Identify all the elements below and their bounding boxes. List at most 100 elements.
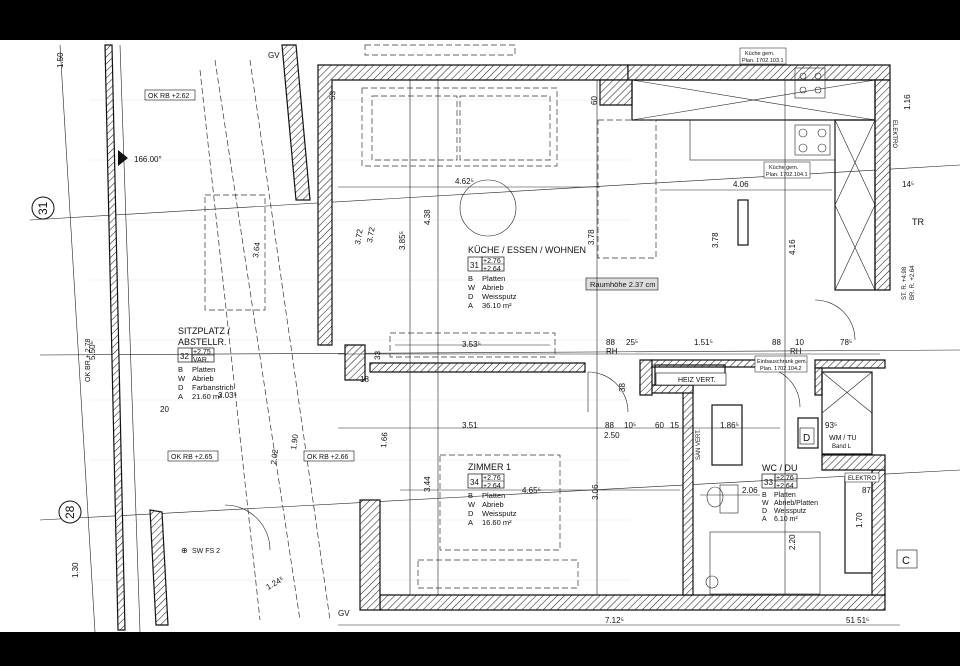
room-kitchen: KÜCHE / ESSEN / WOHNEN 31 +2.76 +2.64 B … bbox=[467, 245, 586, 310]
svg-text:10⁵: 10⁵ bbox=[624, 421, 636, 430]
svg-text:W: W bbox=[762, 500, 769, 507]
room-number: 31 bbox=[470, 261, 479, 270]
svg-text:ELEKTRO: ELEKTRO bbox=[891, 120, 897, 148]
svg-text:A: A bbox=[468, 301, 473, 310]
svg-text:Weissputz: Weissputz bbox=[482, 509, 517, 518]
svg-text:B: B bbox=[762, 492, 767, 499]
svg-text:A: A bbox=[468, 518, 473, 527]
svg-text:Plan. 1702.104.2: Plan. 1702.104.2 bbox=[760, 366, 802, 372]
svg-text:Abrieb/Platten: Abrieb/Platten bbox=[774, 500, 818, 507]
svg-text:14⁵: 14⁵ bbox=[902, 180, 914, 189]
svg-text:3.44: 3.44 bbox=[423, 476, 432, 492]
svg-text:3.78: 3.78 bbox=[587, 229, 596, 245]
svg-text:2.50: 2.50 bbox=[604, 431, 620, 440]
svg-text:7.12⁵: 7.12⁵ bbox=[605, 616, 624, 625]
svg-text:60: 60 bbox=[655, 421, 664, 430]
svg-text:166.00°: 166.00° bbox=[134, 155, 162, 164]
svg-text:TR: TR bbox=[912, 217, 924, 227]
svg-text:33: 33 bbox=[764, 478, 773, 487]
room-sitzplatz: SITZPLATZ / ABSTELLR. 32 +2.75 VAR. B Pl… bbox=[177, 326, 234, 401]
svg-text:W: W bbox=[178, 374, 186, 383]
svg-text:2.02: 2.02 bbox=[269, 448, 280, 465]
svg-text:SW FS 2: SW FS 2 bbox=[192, 548, 220, 555]
svg-text:16.60 m²: 16.60 m² bbox=[482, 518, 512, 527]
svg-text:2.06: 2.06 bbox=[742, 486, 758, 495]
svg-text:RH: RH bbox=[606, 347, 618, 356]
svg-text:25⁵: 25⁵ bbox=[626, 338, 638, 347]
svg-text:+2.76: +2.76 bbox=[483, 475, 501, 482]
svg-text:OK BR + 2.78: OK BR + 2.78 bbox=[85, 339, 92, 382]
svg-text:Küche gem.: Küche gem. bbox=[745, 51, 775, 57]
svg-text:18: 18 bbox=[360, 375, 369, 384]
svg-text:21.60 m²: 21.60 m² bbox=[192, 392, 222, 401]
svg-text:3.03⁵: 3.03⁵ bbox=[218, 391, 237, 400]
svg-text:Abrieb: Abrieb bbox=[192, 374, 214, 383]
svg-text:1.70: 1.70 bbox=[855, 512, 864, 528]
svg-text:51 51⁵: 51 51⁵ bbox=[846, 616, 869, 625]
svg-text:88: 88 bbox=[772, 338, 781, 347]
svg-text:B: B bbox=[178, 365, 183, 374]
svg-text:OK RB +2.66: OK RB +2.66 bbox=[307, 454, 349, 461]
svg-text:1.66: 1.66 bbox=[379, 431, 389, 448]
paper bbox=[0, 40, 960, 632]
svg-text:OK RB +2.62: OK RB +2.62 bbox=[148, 93, 190, 100]
svg-text:Plan. 1702.103.1: Plan. 1702.103.1 bbox=[742, 58, 784, 64]
svg-text:1.16: 1.16 bbox=[903, 94, 912, 110]
svg-text:33: 33 bbox=[373, 350, 382, 360]
svg-text:4.62⁵: 4.62⁵ bbox=[455, 177, 474, 186]
svg-text:OK RB +2.65: OK RB +2.65 bbox=[171, 454, 213, 461]
svg-text:10: 10 bbox=[795, 338, 804, 347]
svg-text:W: W bbox=[468, 283, 476, 292]
height-bottom: +2.64 bbox=[483, 266, 501, 273]
svg-text:93⁵: 93⁵ bbox=[825, 421, 837, 430]
svg-text:Plan. 1702.104.1: Plan. 1702.104.1 bbox=[766, 172, 808, 178]
height-top: +2.76 bbox=[483, 258, 501, 265]
svg-text:Einbauschrank gem.: Einbauschrank gem. bbox=[757, 359, 808, 365]
svg-text:1.86⁵: 1.86⁵ bbox=[720, 421, 739, 430]
svg-text:+2.75: +2.75 bbox=[193, 349, 211, 356]
svg-text:ELEKTRO: ELEKTRO bbox=[848, 476, 876, 482]
svg-text:5.50⁵: 5.50⁵ bbox=[88, 341, 97, 360]
svg-text:4.16: 4.16 bbox=[788, 239, 797, 255]
svg-text:1.30: 1.30 bbox=[71, 562, 80, 578]
svg-text:ABSTELLR.: ABSTELLR. bbox=[178, 337, 227, 347]
svg-text:Weissputz: Weissputz bbox=[482, 292, 517, 301]
svg-text:ST. R. +4.98: ST. R. +4.98 bbox=[902, 266, 908, 300]
svg-text:+2.64: +2.64 bbox=[483, 483, 501, 490]
walls bbox=[281, 44, 891, 611]
svg-text:Abrieb: Abrieb bbox=[482, 500, 504, 509]
kitchen-cabinets bbox=[631, 67, 876, 291]
room-name: ZIMMER 1 bbox=[468, 462, 511, 472]
svg-text:D: D bbox=[468, 509, 474, 518]
svg-text:Band L: Band L bbox=[832, 444, 852, 450]
svg-text:WC / DU: WC / DU bbox=[762, 463, 798, 473]
svg-text:3.72: 3.72 bbox=[365, 226, 377, 243]
svg-text:20: 20 bbox=[160, 405, 169, 414]
svg-text:Platten: Platten bbox=[192, 365, 215, 374]
svg-text:B: B bbox=[468, 274, 473, 283]
svg-text:4.38: 4.38 bbox=[423, 209, 432, 225]
svg-text:D: D bbox=[803, 433, 810, 444]
svg-text:BR. R. +2.64: BR. R. +2.64 bbox=[910, 265, 916, 300]
svg-text:3.53⁵: 3.53⁵ bbox=[462, 340, 481, 349]
svg-text:3.72: 3.72 bbox=[353, 228, 365, 245]
svg-text:D: D bbox=[762, 508, 767, 515]
svg-text:3.06: 3.06 bbox=[591, 484, 600, 500]
svg-text:88: 88 bbox=[606, 338, 615, 347]
raumhoehe-label: Raumhöhe 2.37 cm bbox=[590, 280, 655, 289]
svg-text:W: W bbox=[468, 500, 476, 509]
svg-text:87⁵: 87⁵ bbox=[862, 486, 874, 495]
svg-text:3.51: 3.51 bbox=[462, 421, 478, 430]
svg-text:VAR.: VAR. bbox=[193, 357, 209, 364]
svg-text:D: D bbox=[468, 292, 474, 301]
svg-text:WM / TU: WM / TU bbox=[829, 435, 856, 442]
axis-label-31: 31 bbox=[36, 201, 50, 215]
facade-strip bbox=[149, 509, 169, 626]
svg-text:Küche gem.: Küche gem. bbox=[769, 165, 799, 171]
svg-text:Platten: Platten bbox=[482, 491, 505, 500]
svg-text:36.10 m²: 36.10 m² bbox=[482, 301, 512, 310]
svg-text:3.85⁵: 3.85⁵ bbox=[398, 231, 407, 250]
svg-text:B: B bbox=[468, 491, 473, 500]
